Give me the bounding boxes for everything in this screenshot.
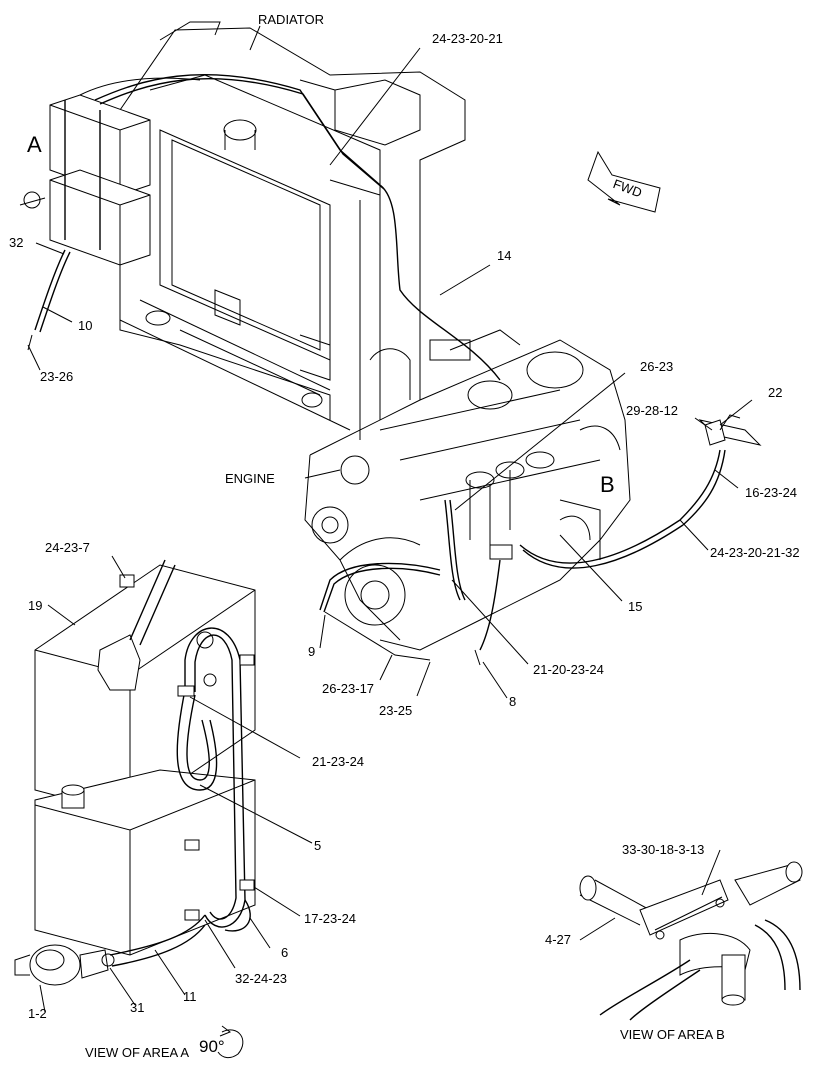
labels: RADIATOR ENGINE A B VIEW OF AREA A VIEW … bbox=[9, 12, 800, 1060]
callout-31: 31 bbox=[130, 1000, 144, 1015]
wiring-harness-main bbox=[27, 74, 501, 381]
detail-area-a bbox=[14, 559, 256, 986]
callout-10: 10 bbox=[78, 318, 92, 333]
callout-21-20-23-24: 21-20-23-24 bbox=[533, 662, 604, 677]
area-a-boxes bbox=[19, 77, 201, 266]
callout-21-23-24: 21-23-24 bbox=[312, 754, 364, 769]
callout-24-23-7: 24-23-7 bbox=[45, 540, 90, 555]
area-a-marker: A bbox=[27, 132, 42, 157]
callout-23-25: 23-25 bbox=[379, 703, 412, 718]
callout-4-27: 4-27 bbox=[545, 932, 571, 947]
engine-label: ENGINE bbox=[225, 471, 275, 486]
callout-24-23-20-21: 24-23-20-21 bbox=[432, 31, 503, 46]
fwd-arrow: FWD bbox=[587, 150, 661, 213]
callout-33-30-18-3-13: 33-30-18-3-13 bbox=[622, 842, 704, 857]
callout-23-26: 23-26 bbox=[40, 369, 73, 384]
rotation-symbol bbox=[217, 1025, 244, 1059]
radiator-label: RADIATOR bbox=[258, 12, 324, 27]
view-b-caption: VIEW OF AREA B bbox=[620, 1027, 725, 1042]
callout-17-23-24: 17-23-24 bbox=[304, 911, 356, 926]
view-a-caption: VIEW OF AREA A bbox=[85, 1045, 189, 1060]
callout-19: 19 bbox=[28, 598, 42, 613]
callout-16-23-24: 16-23-24 bbox=[745, 485, 797, 500]
callout-8: 8 bbox=[509, 694, 516, 709]
callout-15: 15 bbox=[628, 599, 642, 614]
connector-22 bbox=[698, 414, 762, 446]
radiator-assembly bbox=[119, 21, 466, 440]
callout-5: 5 bbox=[314, 838, 321, 853]
engine-block bbox=[304, 329, 631, 651]
callout-32: 32 bbox=[9, 235, 23, 250]
area-b-marker: B bbox=[600, 472, 615, 497]
rotation-label: 90° bbox=[199, 1037, 225, 1056]
callout-24-23-20-21-32: 24-23-20-21-32 bbox=[710, 545, 800, 560]
callout-29-28-12: 29-28-12 bbox=[626, 403, 678, 418]
callout-32-24-23: 32-24-23 bbox=[235, 971, 287, 986]
callout-1-2: 1-2 bbox=[28, 1006, 47, 1021]
callout-26-23-top: 26-23 bbox=[640, 359, 673, 374]
callout-14: 14 bbox=[497, 248, 511, 263]
callout-6: 6 bbox=[281, 945, 288, 960]
leader-lines bbox=[27, 25, 753, 1013]
callout-22: 22 bbox=[768, 385, 782, 400]
detail-area-b bbox=[579, 861, 803, 1021]
callout-9: 9 bbox=[308, 644, 315, 659]
harness-lower bbox=[319, 449, 726, 666]
callout-11: 11 bbox=[183, 989, 197, 1004]
callout-26-23-17: 26-23-17 bbox=[322, 681, 374, 696]
